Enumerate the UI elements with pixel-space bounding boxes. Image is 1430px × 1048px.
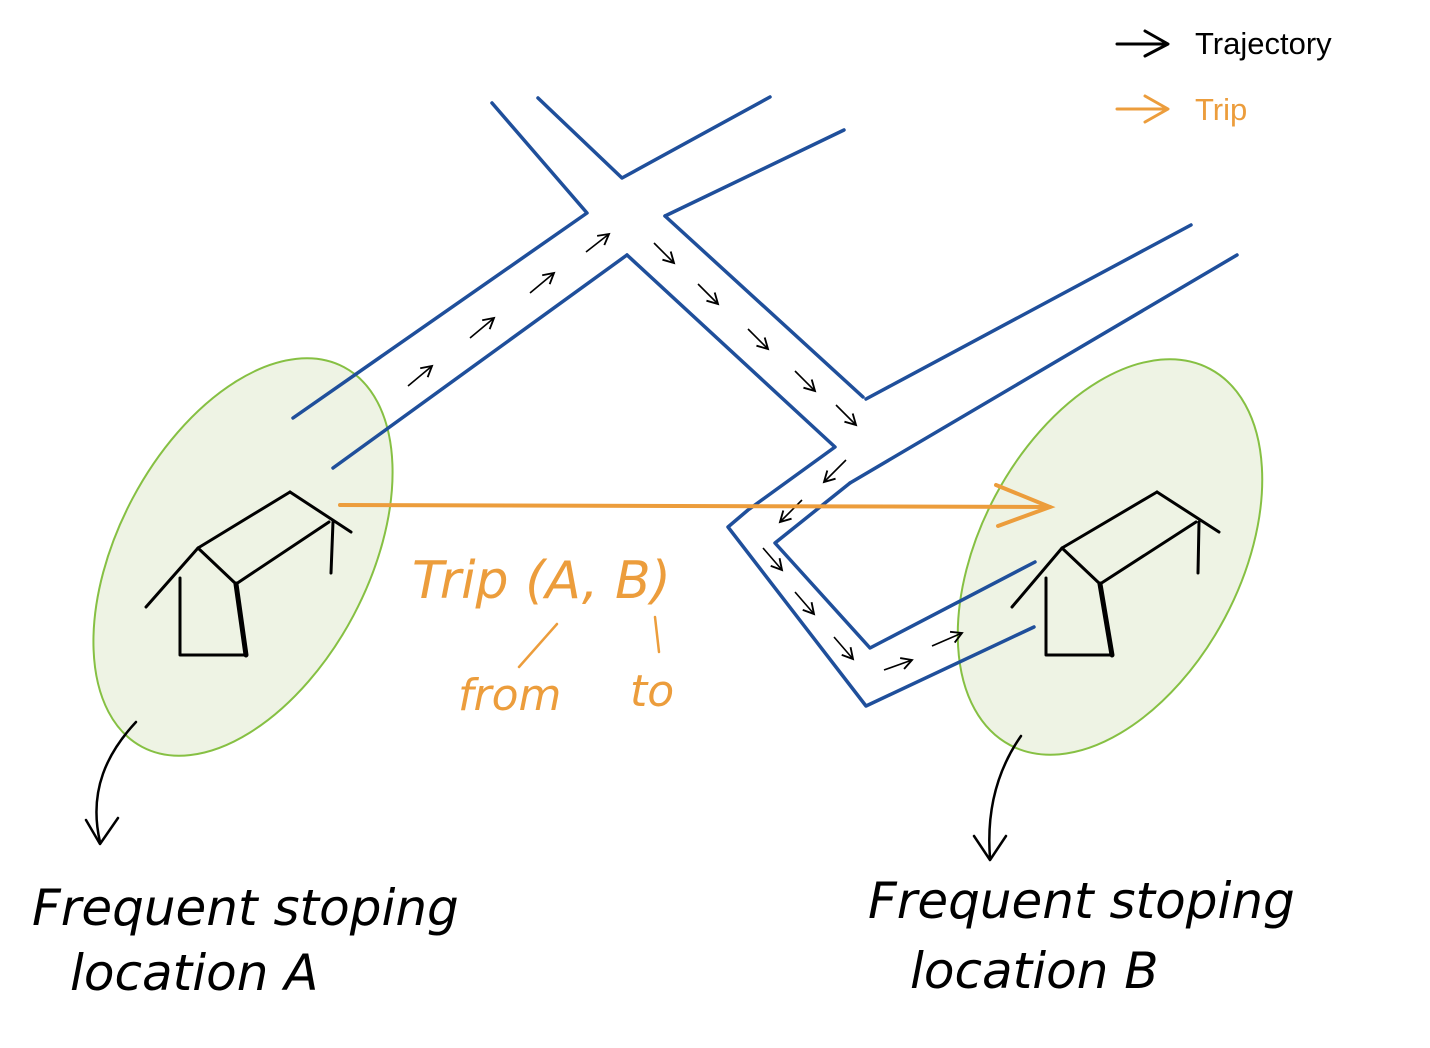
location-b-line2: location B xyxy=(910,942,1159,1000)
from-pointer xyxy=(517,622,559,669)
trip-label: Trip (A, B) xyxy=(412,551,671,611)
trajectory-arrow xyxy=(883,657,914,671)
road-edge xyxy=(536,95,772,180)
trip-arrow xyxy=(338,483,1056,528)
house-b-icon xyxy=(1010,490,1221,658)
road-edge xyxy=(663,214,865,399)
trajectory-arrow xyxy=(835,404,858,427)
location-b-line1: Frequent stoping xyxy=(868,872,1295,930)
trajectory-arrow xyxy=(469,316,496,339)
to-label: to xyxy=(630,666,674,717)
pointer-a-head xyxy=(84,816,120,846)
zone-a xyxy=(92,357,394,757)
from-label: from xyxy=(458,670,561,721)
trajectory-arrow xyxy=(585,232,611,253)
road-edge xyxy=(331,253,629,470)
legend-trip-label: Trip xyxy=(1195,92,1247,127)
road-network xyxy=(291,95,1239,708)
trajectory-arrow xyxy=(762,547,784,572)
location-a-line2: location A xyxy=(70,944,319,1002)
trajectory-arrow xyxy=(407,364,434,387)
trajectory-arrow xyxy=(833,636,855,661)
pointer-b-head xyxy=(972,834,1008,862)
location-a-line1: Frequent stoping xyxy=(32,879,459,937)
trajectory-arrow xyxy=(697,283,720,306)
trajectory-arrow xyxy=(778,499,803,524)
pointer-a xyxy=(95,720,138,844)
trajectory-arrow xyxy=(931,630,964,647)
trajectory-arrow xyxy=(653,242,676,265)
legend-trajectory-label: Trajectory xyxy=(1195,26,1332,61)
road-edge xyxy=(291,101,589,420)
pointer-b xyxy=(988,734,1023,860)
road-edge xyxy=(848,253,1239,485)
zone-b xyxy=(956,358,1264,756)
trajectory-arrow xyxy=(529,271,556,294)
to-pointer xyxy=(653,615,661,654)
road-edge xyxy=(663,128,846,218)
trajectory-arrow xyxy=(794,370,817,393)
road-edge xyxy=(773,481,1037,650)
road-edge xyxy=(864,223,1193,401)
legend-trajectory-arrow-icon xyxy=(1115,29,1170,58)
road-edge xyxy=(625,253,1036,708)
house-a-icon xyxy=(144,490,353,658)
trajectory-arrow xyxy=(747,328,770,351)
legend-trip-arrow-icon xyxy=(1115,94,1170,124)
trajectory xyxy=(407,232,964,671)
legend: Trajectory Trip xyxy=(1115,26,1332,127)
trajectory-arrow xyxy=(794,591,816,616)
trajectory-arrow xyxy=(822,459,847,484)
